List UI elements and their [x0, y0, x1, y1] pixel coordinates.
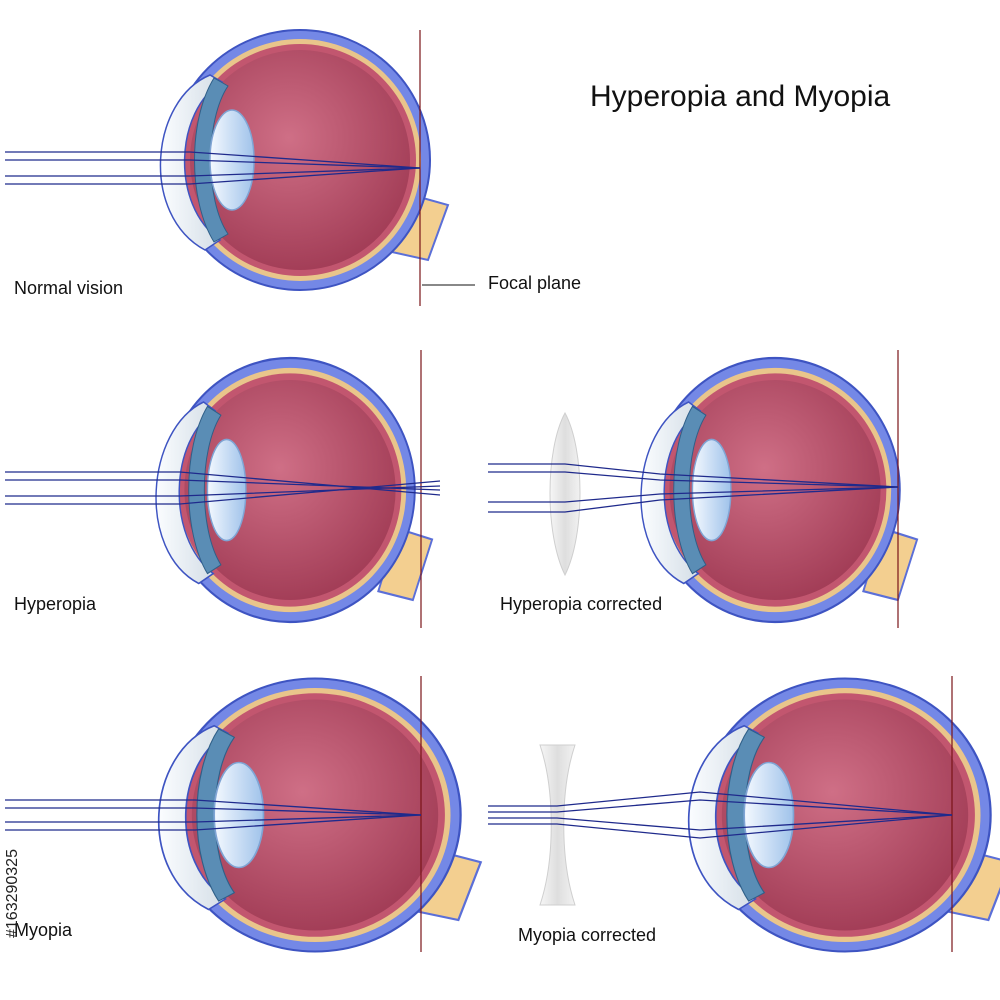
rays-myopia-corrected	[488, 791, 953, 839]
page-title: Hyperopia and Myopia	[590, 80, 891, 113]
label-myopia-corrected: Myopia corrected	[518, 925, 657, 945]
label-myopia: Myopia	[14, 920, 73, 940]
rays-hyperopia-corrected	[488, 463, 899, 513]
label-normal-vision: Normal vision	[14, 278, 124, 298]
rays-normal	[5, 151, 421, 185]
stock-id: #163290325	[4, 849, 21, 938]
concave-lens	[539, 744, 576, 906]
convex-lens	[549, 411, 581, 577]
rays-hyperopia	[5, 471, 441, 505]
rays-myopia	[5, 799, 422, 831]
eye-myopia-corrected	[687, 677, 1000, 953]
label-hyperopia-corrected: Hyperopia corrected	[500, 594, 663, 614]
focal-plane-label: Focal plane	[488, 273, 582, 293]
label-hyperopia: Hyperopia	[14, 594, 97, 614]
eye-myopia	[157, 677, 482, 953]
